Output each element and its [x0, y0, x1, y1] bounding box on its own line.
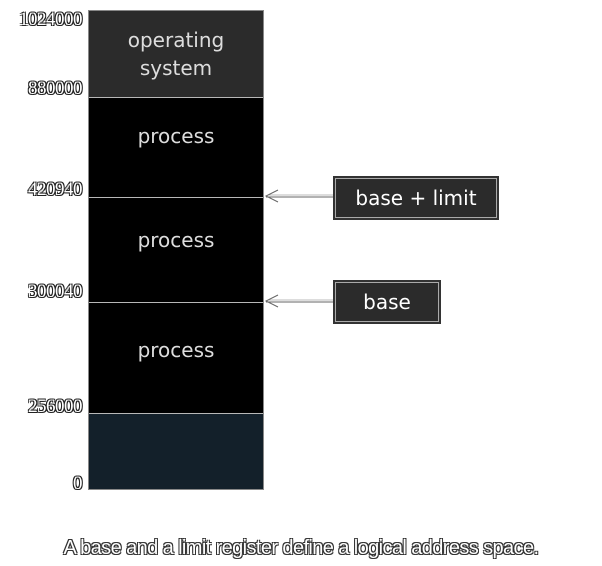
divider-256000: [89, 413, 263, 414]
limit-register-box: base + limit: [335, 178, 497, 218]
segment-process-middle: process: [89, 198, 263, 302]
segment-free: [89, 414, 263, 489]
limit-register-label: base + limit: [355, 186, 477, 210]
divider-880000: [89, 97, 263, 98]
segment-process-top: process: [89, 98, 263, 197]
divider-300040: [89, 302, 263, 303]
segment-process-bottom-label: process: [137, 338, 215, 362]
figure-caption: A base and a limit register define a log…: [63, 537, 540, 559]
address-label-1024000: 1024000: [19, 9, 83, 30]
segment-process-bottom: process: [89, 303, 263, 413]
base-register-box: base: [335, 282, 439, 322]
divider-420940: [89, 197, 263, 198]
limit-arrow: [264, 189, 335, 203]
address-label-0: 0: [73, 473, 83, 494]
address-label-420940: 420940: [28, 179, 83, 200]
base-register-label: base: [363, 290, 411, 314]
segment-operating-system: operating system: [89, 11, 263, 97]
address-label-300040: 300040: [28, 281, 83, 302]
address-label-880000: 880000: [28, 78, 83, 99]
memory-map: operating system process process process: [88, 10, 264, 490]
address-label-256000: 256000: [28, 396, 83, 417]
segment-process-middle-label: process: [137, 228, 215, 252]
segment-process-top-label: process: [137, 123, 215, 148]
base-arrow: [264, 294, 335, 308]
segment-os-label: operating system: [127, 28, 225, 80]
